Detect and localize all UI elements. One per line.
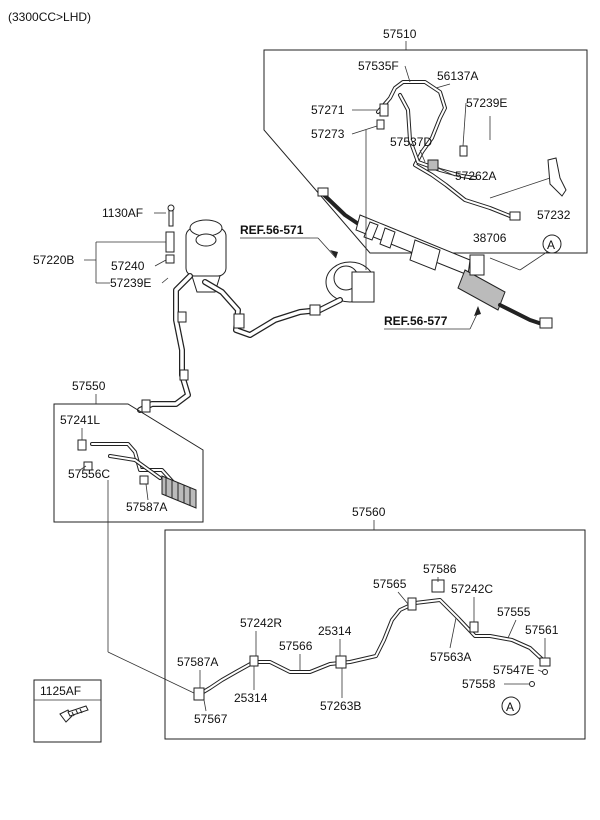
part-label-25314-b[interactable]: 25314 (234, 691, 268, 705)
part-label-38706[interactable]: 38706 (473, 231, 507, 245)
part-label-57558[interactable]: 57558 (462, 677, 496, 691)
part-label-57535F[interactable]: 57535F (358, 59, 399, 73)
part-label-57586[interactable]: 57586 (423, 562, 457, 576)
part-label-57563A[interactable]: 57563A (430, 650, 471, 664)
part-label-1130AF[interactable]: 1130AF (102, 206, 143, 220)
power-steering-pump (325, 130, 375, 303)
part-label-57567[interactable]: 57567 (194, 712, 228, 726)
oil-cooler-assembly (77, 439, 197, 509)
part-label-57537D[interactable]: 57537D (390, 135, 432, 149)
part-label-57220B[interactable]: 57220B (33, 253, 74, 267)
part-label-57555[interactable]: 57555 (497, 605, 531, 619)
box-1125AF (33, 679, 102, 743)
part-label-57566[interactable]: 57566 (279, 639, 313, 653)
part-label-57262A[interactable]: 57262A (455, 169, 496, 183)
box-57560 (164, 529, 586, 740)
part-label-57560[interactable]: 57560 (352, 505, 386, 519)
part-label-56137A[interactable]: 56137A (437, 69, 478, 83)
ref-rack[interactable]: REF.56-577 (384, 314, 448, 328)
variant-label: (3300CC>LHD) (8, 10, 91, 24)
part-label-57232[interactable]: 57232 (537, 208, 571, 222)
callout-a-top-label: A (547, 238, 555, 252)
part-label-57242C[interactable]: 57242C (451, 582, 493, 596)
bolt-icon (59, 705, 89, 723)
box-57510 (263, 49, 588, 254)
callout-a-bottom[interactable] (501, 696, 521, 716)
callout-a-top[interactable] (542, 234, 562, 254)
callout-a-bottom-label: A (506, 700, 514, 714)
part-label-57263B[interactable]: 57263B (320, 699, 361, 713)
cooler-tube-assembly (193, 579, 551, 701)
part-label-57271[interactable]: 57271 (311, 103, 345, 117)
bracket-57240 (165, 231, 175, 253)
part-label-57565[interactable]: 57565 (373, 577, 407, 591)
pressure-tube-assembly (376, 80, 521, 221)
part-label-57587A-bot[interactable]: 57587A (177, 655, 218, 669)
ref-steering-gear[interactable]: REF.56-571 (240, 223, 304, 237)
part-label-57239E-top[interactable]: 57239E (466, 96, 507, 110)
part-label-57241L[interactable]: 57241L (60, 413, 100, 427)
part-label-57240[interactable]: 57240 (111, 259, 145, 273)
part-label-57242R[interactable]: 57242R (240, 616, 282, 630)
part-label-57239E-mid[interactable]: 57239E (110, 276, 151, 290)
part-label-57273[interactable]: 57273 (311, 127, 345, 141)
part-label-57550[interactable]: 57550 (72, 379, 106, 393)
part-label-57587A-top[interactable]: 57587A (126, 500, 167, 514)
part-label-25314-a[interactable]: 25314 (318, 624, 352, 638)
part-label-57561[interactable]: 57561 (525, 623, 559, 637)
part-label-57547E[interactable]: 57547E (493, 663, 534, 677)
bracket-57232 (547, 157, 567, 197)
box-57550 (53, 403, 204, 523)
return-hose (137, 273, 343, 413)
part-label-1125AF[interactable]: 1125AF (40, 684, 81, 698)
part-label-57556C[interactable]: 57556C (68, 467, 110, 481)
steering-rack (317, 187, 553, 329)
part-label-57510[interactable]: 57510 (383, 27, 417, 41)
